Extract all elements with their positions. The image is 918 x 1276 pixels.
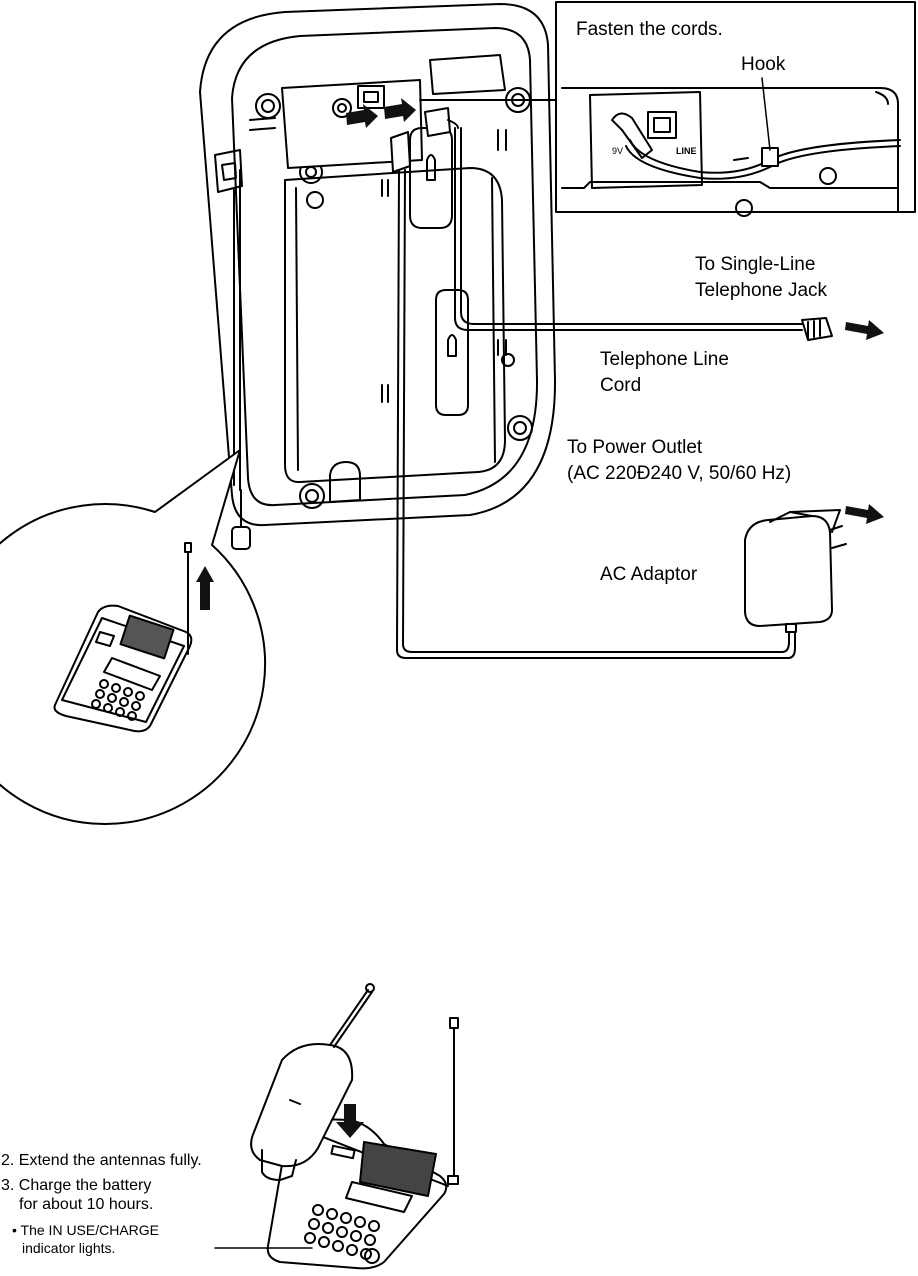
modular-plug — [801, 317, 833, 341]
base-unit-rear — [199, 3, 557, 527]
out-arrow-icon — [845, 320, 884, 524]
outlet-label-line2: (AC 220Ð240 V, 50/60 Hz) — [567, 463, 792, 484]
dc-jack-marking: 9V — [612, 146, 624, 156]
jack-label-line1: To Single-Line — [695, 254, 816, 275]
hook-label: Hook — [741, 54, 786, 75]
line-jack-marking: LINE — [676, 146, 697, 156]
cord-label-line1: Telephone Line — [600, 349, 729, 370]
base-antenna — [231, 169, 251, 550]
insert-arrow-icon — [346, 98, 416, 128]
outlet-label-line1: To Power Outlet — [567, 437, 703, 458]
cord-label-line2: Cord — [600, 375, 642, 396]
inset-title: Fasten the cords. — [576, 19, 723, 40]
note-line2: indicator lights. — [22, 1240, 116, 1256]
step-3-line2: for about 10 hours. — [19, 1196, 154, 1213]
down-arrow-icon — [336, 1104, 364, 1138]
ac-adaptor — [744, 509, 847, 633]
note-line1: • The IN USE/CHARGE — [12, 1222, 160, 1238]
hook-leader-line — [761, 77, 771, 151]
telephone-line-cord — [424, 107, 803, 331]
ac-adaptor-cord — [390, 131, 796, 659]
up-arrow-icon — [196, 566, 214, 582]
cord-fastening-inset — [555, 1, 916, 217]
magnified-callout — [0, 449, 267, 826]
step-2-text: 2. Extend the antennas fully. — [1, 1152, 202, 1169]
adaptor-label: AC Adaptor — [600, 564, 698, 585]
jack-label-line2: Telephone Jack — [695, 280, 828, 301]
step-3-line1: 3. Charge the battery — [1, 1177, 152, 1194]
handset-charging-illustration — [250, 983, 459, 1270]
